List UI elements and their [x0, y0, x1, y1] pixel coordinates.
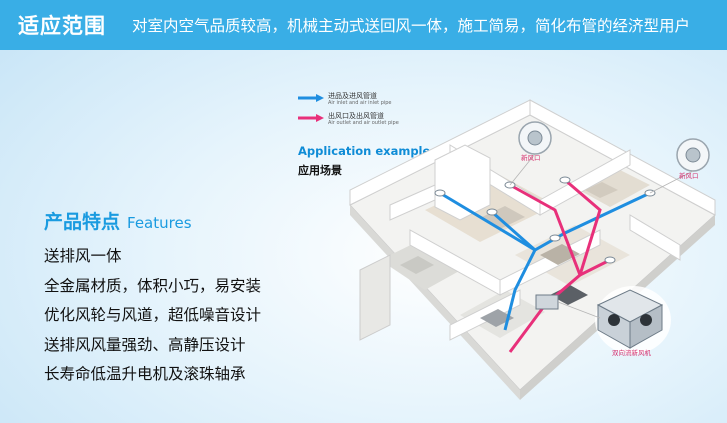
application-example: Application example 应用场景 [298, 144, 430, 178]
ventilator-device-icon [596, 289, 664, 349]
feature-item: 送排风风量强劲、高静压设计 [44, 335, 246, 354]
features-heading: 产品特点 Features [44, 207, 261, 234]
inlet-duct [439, 191, 651, 331]
features-title-cn: 产品特点 [44, 211, 121, 233]
features-title-en: Features [127, 214, 192, 232]
application-title-cn: 应用场景 [298, 164, 342, 177]
application-title-en: Application example [298, 144, 431, 158]
wall-block [434, 144, 491, 221]
header-bar: 适应范围 对室内空气品质较高，机械主动式送回风一体，施工简易，简化布管的经济型用… [0, 0, 727, 50]
feature-item: 优化风轮与风道，超低噪音设计 [44, 306, 262, 324]
feature-item: 全金属材质，体积小巧，易安装 [44, 276, 262, 295]
header-description: 对室内空气品质较高，机械主动式送回风一体，施工简易，简化布管的经济型用户 [132, 17, 691, 35]
header-title: 适应范围 [18, 14, 106, 38]
outlet-duct [508, 178, 611, 353]
floor-edge-left [350, 205, 520, 400]
callout-line [557, 301, 601, 319]
legend-item-outlet: 出风口及出风管道 Air outlet and air outlet pipe [298, 112, 399, 126]
pink-arrow-icon [298, 114, 324, 122]
callout-line [509, 153, 536, 186]
apartment-illustration [349, 99, 716, 400]
legend-inlet-en: Air inlet and air inlet pipe [328, 100, 392, 106]
legend-outlet-cn: 出风口及出风管道 [328, 112, 384, 120]
inlet-label-2: 新风口 [679, 172, 699, 180]
features-list: 送排风一体 全金属材质，体积小巧，易安装 优化风轮与风道，超低噪音设计 送排风风… [44, 242, 261, 390]
legend-outlet-en: Air outlet and air outlet pipe [328, 120, 399, 126]
inlet-grille [527, 130, 543, 146]
legend-item-inlet: 进品及进风管道 Air inlet and air inlet pipe [298, 92, 399, 106]
legend: 进品及进风管道 Air inlet and air inlet pipe 出风口… [298, 92, 399, 132]
blue-arrow-icon [298, 94, 324, 102]
inlet-grille [685, 147, 701, 163]
feature-item: 送排风一体 [44, 247, 122, 265]
central-unit [535, 294, 559, 310]
inlet-label-1: 新风口 [521, 154, 541, 162]
features-section: 产品特点 Features 送排风一体 全金属材质，体积小巧，易安装 优化风轮与… [44, 207, 261, 390]
callout-line [649, 170, 694, 194]
legend-inlet-cn: 进品及进风管道 [328, 92, 377, 100]
device-label: 双向流新风机 [612, 349, 651, 357]
feature-item: 长寿命低温升电机及滚珠轴承 [44, 365, 246, 383]
